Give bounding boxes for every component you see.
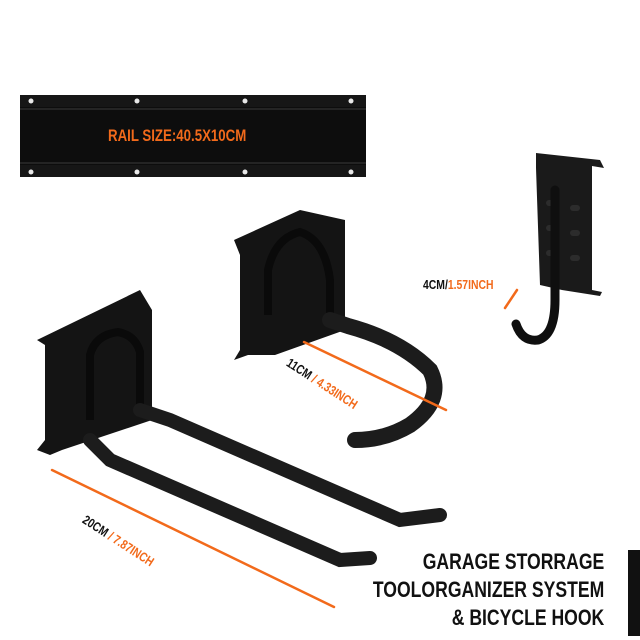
- small-hook-dimension: 4CM/1.57INCH: [423, 277, 494, 292]
- rail-size-label: RAIL SIZE:40.5X10CM: [108, 126, 247, 145]
- small-j-hook: [511, 153, 604, 345]
- title-accent-bar: [628, 550, 640, 636]
- medium-u-hook: [234, 210, 443, 448]
- small-hook-imperial: 1.57INCH: [447, 277, 494, 292]
- small-hook-metric: 4CM/: [423, 277, 448, 292]
- title-line-2: TOOLORGANIZER SYSTEM: [372, 577, 604, 602]
- title-line-1: GARAGE STORRAGE: [422, 549, 604, 574]
- product-title: GARAGE STORRAGE TOOLORGANIZER SYSTEM & B…: [373, 548, 604, 632]
- large-double-hook: [37, 290, 447, 568]
- title-line-3: & BICYCLE HOOK: [451, 605, 604, 630]
- dimension-lines: [50, 288, 519, 609]
- rail-panel: [20, 95, 366, 177]
